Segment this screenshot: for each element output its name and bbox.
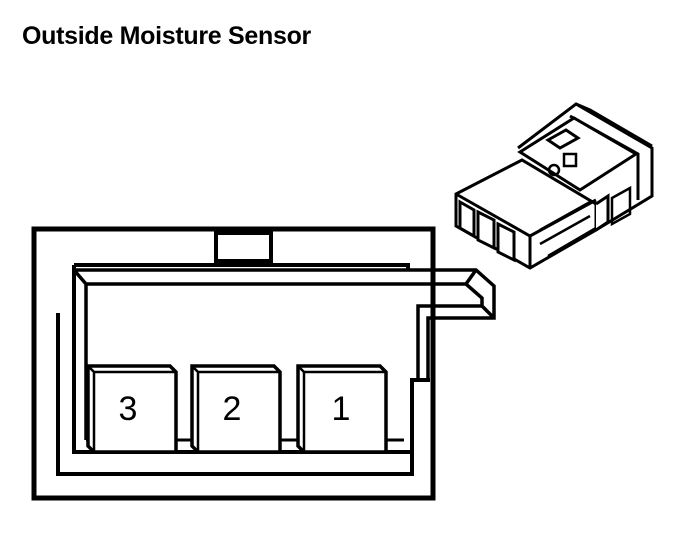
- pin-label-3: 3: [119, 390, 138, 428]
- connector-inner-cavity: [56, 313, 414, 476]
- connector-face: [31, 226, 496, 501]
- connector-plug-icon: [454, 102, 654, 270]
- pin-cavity-2: [190, 364, 282, 454]
- connector-outer-housing: [31, 226, 436, 501]
- page-title: Outside Moisture Sensor: [22, 22, 311, 50]
- connector-latch-tab: [214, 231, 273, 263]
- pin-cavity-3: [86, 364, 178, 454]
- pin-cavities: [86, 364, 388, 454]
- connector-latch-arm: [72, 268, 496, 440]
- pin-cavity-1: [296, 364, 388, 454]
- pin-label-1: 1: [332, 390, 351, 428]
- pin-label-2: 2: [223, 390, 242, 428]
